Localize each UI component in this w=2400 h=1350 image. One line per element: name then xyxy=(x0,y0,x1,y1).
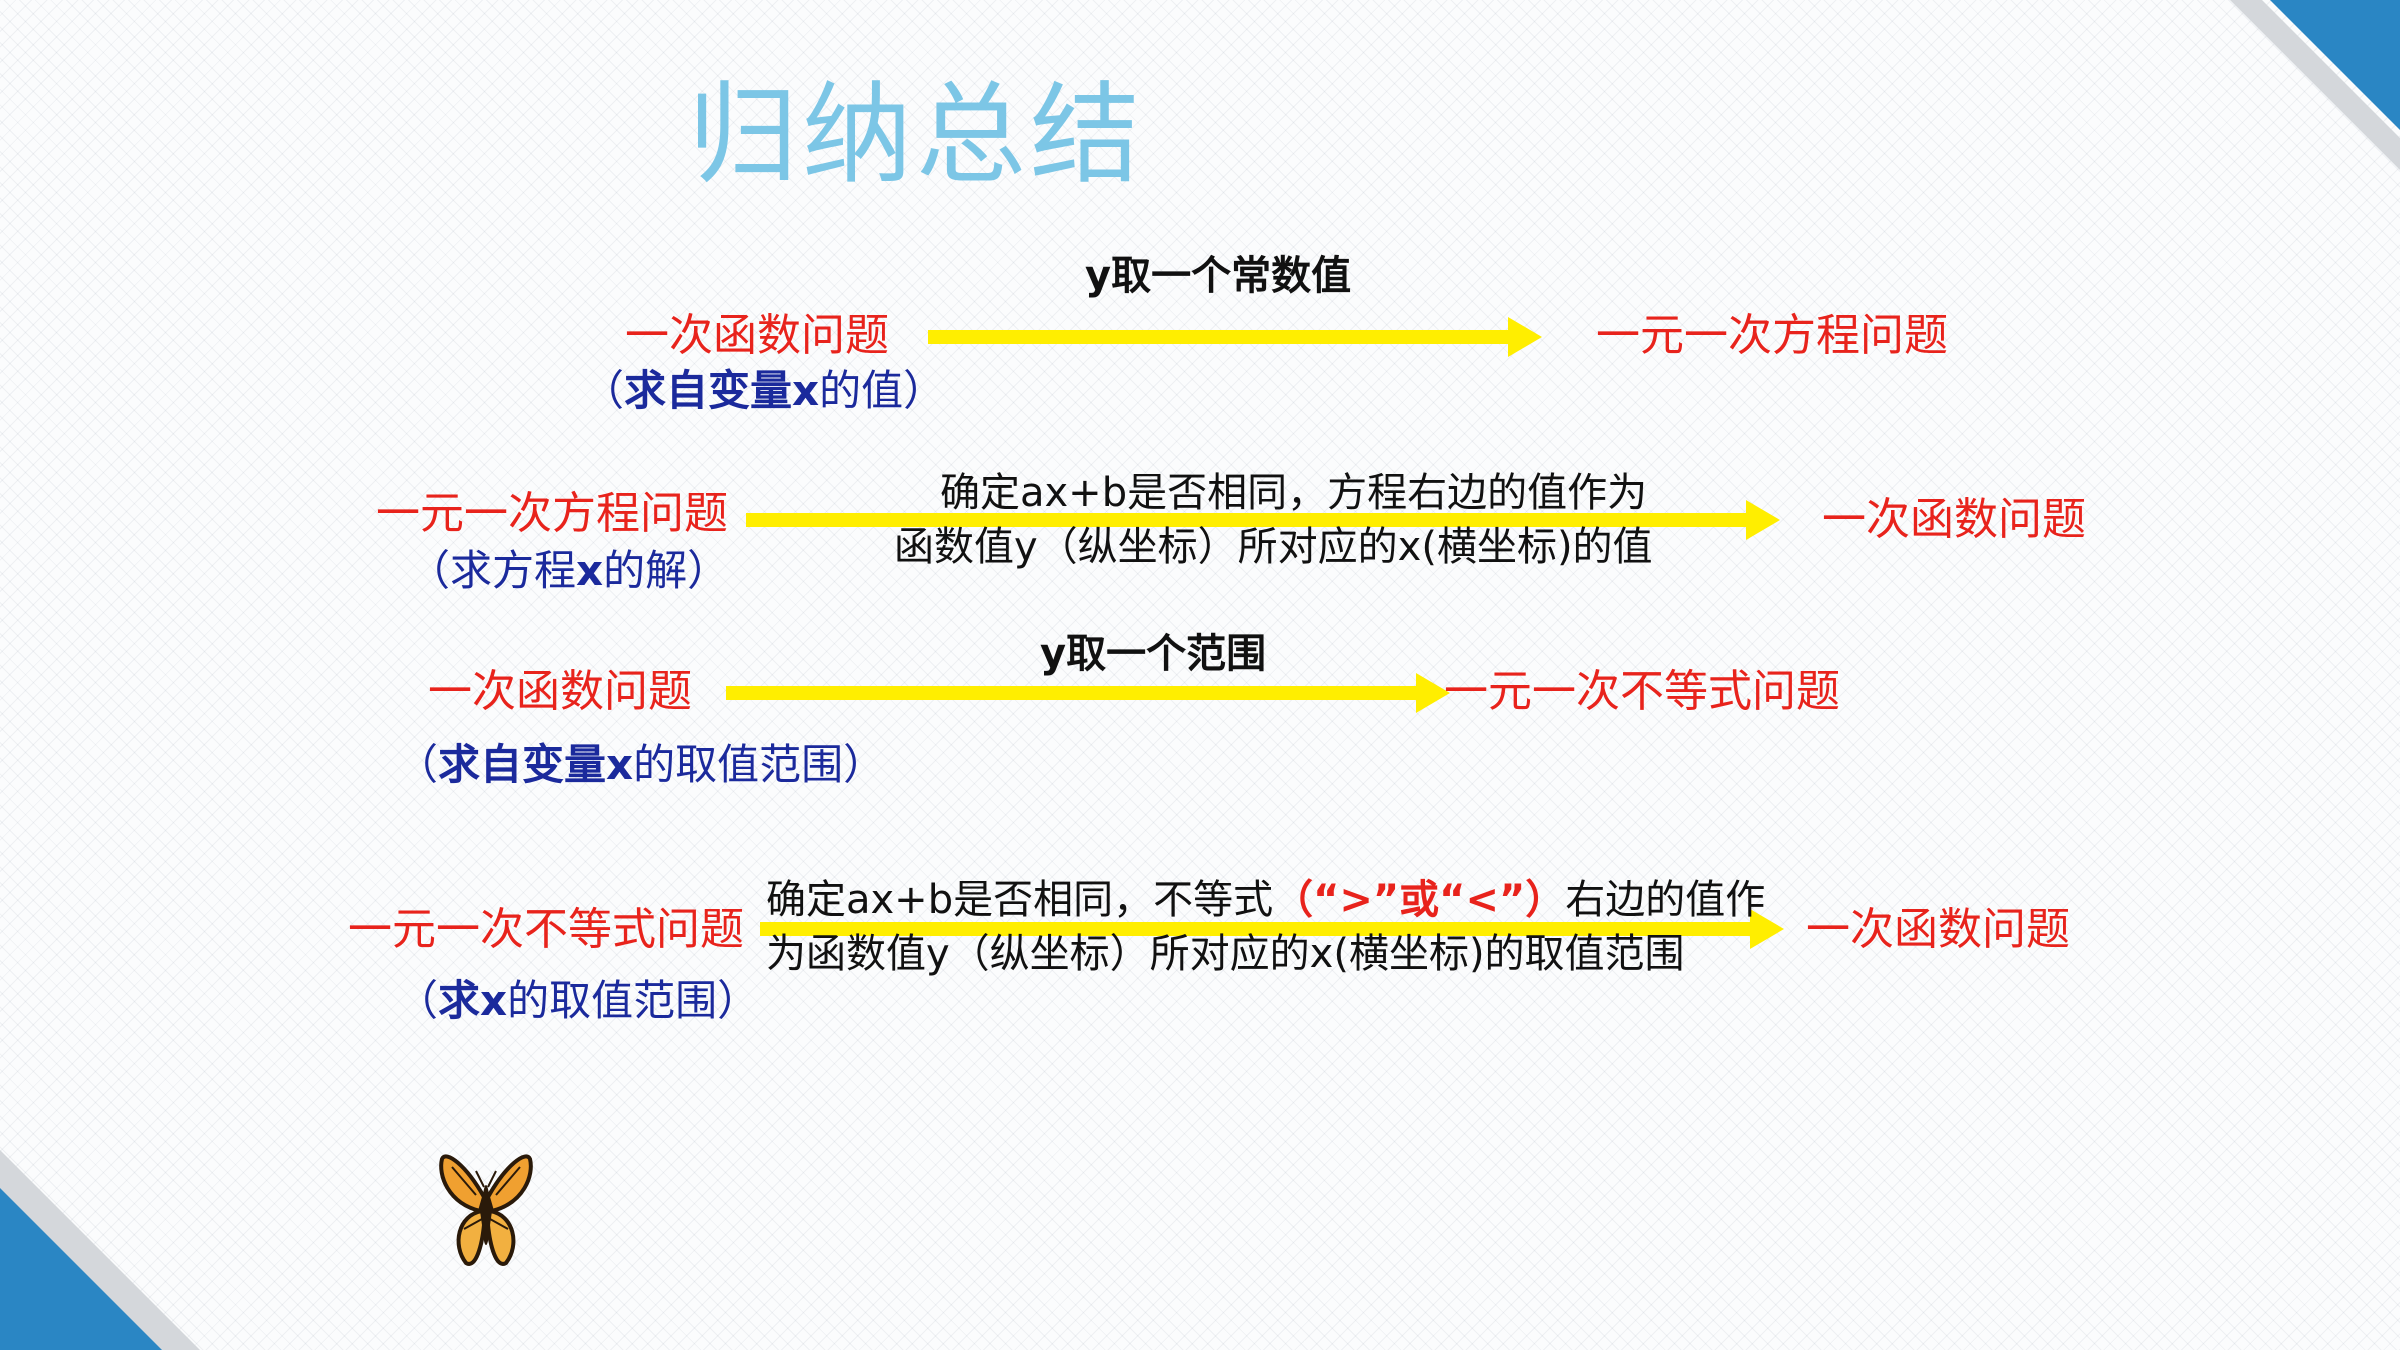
term-left-3: 一次函数问题 xyxy=(428,666,692,717)
arrow-right-icon xyxy=(746,500,1780,540)
term-left-1: 一次函数问题 xyxy=(625,310,889,361)
condition-line-2a: 确定ax+b是否相同，方程右边的值作为 xyxy=(940,470,1648,516)
arrow-right-icon xyxy=(760,909,1784,949)
page-title: 归纳总结 xyxy=(688,71,1144,199)
term-sub-1-pre: （ xyxy=(582,366,625,415)
term-right-3: 一元一次不等式问题 xyxy=(1444,666,1840,717)
corner-stripe-bottom-left xyxy=(0,1150,200,1350)
term-sub-4-post: 的取值范围） xyxy=(507,976,760,1025)
arrow-right-icon xyxy=(726,673,1450,713)
term-sub-2: （求方程x的解） xyxy=(408,544,729,598)
term-sub-3-bold: 求自变量x xyxy=(438,740,634,789)
condition-line-4a-pre: 确定ax+b是否相同，不等式 xyxy=(766,877,1274,923)
condition-line-2b: 函数值y（纵坐标）所对应的x(横坐标)的值 xyxy=(894,524,1653,570)
term-sub-1-post: 的值） xyxy=(819,366,946,415)
term-sub-3-post: 的取值范围） xyxy=(633,740,886,789)
arrow-right-icon xyxy=(928,317,1542,357)
condition-label-3: y取一个范围 xyxy=(1040,631,1267,677)
term-right-1: 一元一次方程问题 xyxy=(1596,310,1948,361)
term-right-2: 一次函数问题 xyxy=(1822,494,2086,545)
term-right-4: 一次函数问题 xyxy=(1806,904,2070,955)
term-sub-1-bold: 求自变量x xyxy=(624,366,820,415)
condition-line-4a: 确定ax+b是否相同，不等式（“>”或“<”）右边的值作 xyxy=(766,874,1765,926)
term-left-4: 一元一次不等式问题 xyxy=(348,904,744,955)
condition-line-4b: 为函数值y（纵坐标）所对应的x(横坐标)的取值范围 xyxy=(766,931,1685,977)
condition-label-1: y取一个常数值 xyxy=(1085,253,1352,299)
condition-line-4a-highlight: （“>”或“<”） xyxy=(1273,877,1566,923)
term-sub-3-pre: （ xyxy=(396,740,439,789)
corner-stripe-top-right xyxy=(2230,0,2400,170)
term-sub-2-pre: （求方程 xyxy=(408,546,577,595)
term-sub-2-post: 的解） xyxy=(603,546,730,595)
term-sub-4-pre: （ xyxy=(396,976,439,1025)
term-sub-3: （求自变量x的取值范围） xyxy=(396,738,885,792)
butterfly-icon xyxy=(439,1154,533,1266)
term-sub-4-bold: 求x xyxy=(438,976,508,1025)
term-left-2: 一元一次方程问题 xyxy=(376,488,728,539)
term-sub-4: （求x的取值范围） xyxy=(396,974,759,1028)
condition-line-4a-post: 右边的值作 xyxy=(1565,877,1766,923)
term-sub-2-bold: x xyxy=(576,546,604,595)
term-sub-1: （求自变量x的值） xyxy=(582,364,945,418)
